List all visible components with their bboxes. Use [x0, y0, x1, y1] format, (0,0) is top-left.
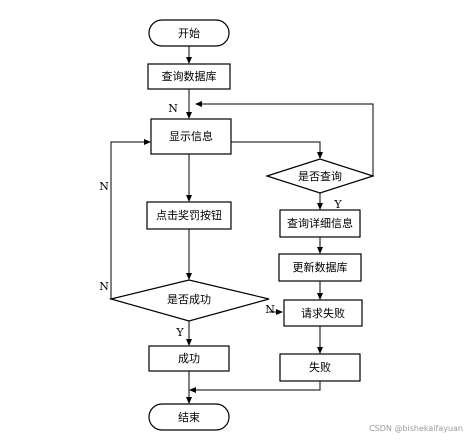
- arrowhead: [317, 247, 323, 254]
- label-n-success-fail: N: [99, 280, 109, 293]
- node-query-detail: 查询详细信息: [279, 209, 361, 238]
- watermark-text: CSDN @bishekaifayuan: [369, 424, 463, 433]
- process-shape: [278, 253, 362, 282]
- process-shape: [148, 345, 230, 372]
- arrowhead: [186, 112, 192, 119]
- node-is-query-label: 是否查询: [298, 169, 342, 183]
- node-end-label: 结束: [178, 411, 200, 424]
- label-n-left-loop: N: [99, 180, 109, 193]
- edges: [110, 46, 374, 404]
- terminator-shape: [148, 403, 230, 431]
- process-shape: [279, 209, 361, 238]
- arrowhead: [317, 347, 323, 354]
- node-update-db: 更新数据库: [278, 253, 362, 282]
- node-query-db: 查询数据库: [147, 63, 231, 90]
- node-is-success: 是否成功: [108, 279, 270, 322]
- arrowhead: [317, 203, 323, 210]
- node-display-info: 显示信息: [150, 118, 232, 155]
- arrowhead: [186, 195, 192, 202]
- arrowhead: [195, 101, 202, 107]
- node-end: 结束: [148, 403, 230, 431]
- node-success-label: 成功: [178, 352, 200, 365]
- node-fail: 失败: [279, 353, 361, 382]
- node-success: 成功: [148, 345, 230, 372]
- label-n-to-display: N: [168, 102, 178, 115]
- edge-fail-to-end: [193, 381, 321, 391]
- node-start: 开始: [148, 19, 230, 47]
- process-shape: [279, 353, 361, 382]
- nodes: 开始 查询数据库 显示信息 点击奖罚按钮 是否成功 成功: [108, 19, 375, 431]
- edge-labels: N N N Y Y N: [99, 102, 342, 339]
- arrowhead: [317, 293, 323, 300]
- node-request-fail: 请求失败: [283, 299, 363, 327]
- arrowhead: [186, 273, 192, 280]
- label-y-query: Y: [333, 198, 342, 211]
- node-query-detail-label: 查询详细信息: [287, 216, 353, 230]
- edge-decision-left-loop: [110, 141, 147, 299]
- arrowhead: [186, 339, 192, 346]
- node-query-db-label: 查询数据库: [162, 69, 217, 83]
- node-fail-label: 失败: [309, 360, 331, 374]
- edge-query-decision-loop: [199, 103, 374, 176]
- decision-shape: [265, 158, 375, 194]
- arrowhead: [317, 152, 323, 159]
- node-click-button: 点击奖罚按钮: [146, 201, 232, 230]
- node-update-db-label: 更新数据库: [293, 260, 348, 274]
- arrowhead: [276, 309, 283, 315]
- arrowhead: [186, 397, 192, 404]
- node-is-query: 是否查询: [265, 158, 375, 194]
- arrowhead: [189, 387, 196, 393]
- process-shape: [283, 299, 363, 327]
- node-click-button-label: 点击奖罚按钮: [156, 208, 222, 222]
- process-shape: [147, 63, 231, 90]
- node-start-label: 开始: [178, 26, 200, 40]
- arrowhead: [144, 139, 151, 145]
- node-request-fail-label: 请求失败: [301, 306, 345, 320]
- label-n-request: N: [265, 303, 275, 316]
- process-shape: [146, 201, 232, 230]
- decision-shape: [108, 279, 270, 322]
- node-is-success-label: 是否成功: [167, 293, 211, 306]
- edge-display-to-query-decision: [231, 141, 321, 155]
- terminator-shape: [148, 19, 230, 47]
- label-y-success: Y: [175, 326, 184, 339]
- node-display-info-label: 显示信息: [169, 129, 213, 143]
- process-shape: [150, 118, 232, 155]
- arrowhead: [186, 57, 192, 64]
